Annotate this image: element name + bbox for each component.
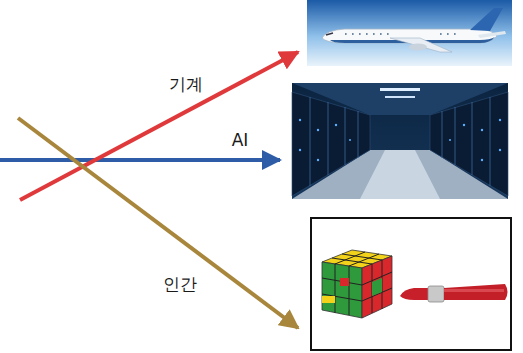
airplane-picture-part (326, 33, 333, 35)
server-room-picture-part-part (472, 102, 473, 175)
server-room-picture-part-part (442, 111, 443, 158)
airplane-picture-part-part (454, 33, 456, 35)
airplane-picture-part-part (345, 33, 347, 35)
server-room-picture-part-part (299, 149, 301, 151)
server-room-picture-part-part (345, 107, 346, 165)
server-room-picture-part (299, 119, 501, 161)
arrows (0, 52, 298, 328)
cube-brush-picture-part (362, 256, 392, 318)
airplane-picture-part-part (352, 33, 354, 35)
cube-brush-picture-part-part (349, 254, 379, 266)
airplane-picture-part-part (440, 33, 442, 35)
server-room-picture-part (360, 150, 440, 199)
airplane-picture-part (390, 38, 452, 52)
server-room-picture (292, 83, 508, 199)
server-room-picture-part-part (463, 124, 465, 126)
airplane-picture-part-part (387, 33, 389, 35)
server-room-picture-part-part (310, 97, 311, 186)
server-room-picture-part-part (328, 102, 329, 175)
cube-brush-picture-part-part (335, 264, 336, 313)
server-room-picture-part-part (499, 119, 501, 121)
server-room-picture-part (292, 92, 508, 196)
server-room-picture-part (385, 96, 415, 98)
cube-brush-picture-part (322, 252, 392, 315)
arrow-label: 인간 (163, 274, 197, 294)
server-room-picture-part-part (430, 92, 508, 196)
airplane-picture-part-part (366, 33, 368, 35)
server-room-picture-part-part (481, 129, 483, 131)
airplane-picture-part-part (447, 33, 449, 35)
server-room-picture-part-part (358, 111, 359, 158)
cube-brush-picture-part (322, 262, 362, 318)
arrow-label: AI (232, 130, 249, 150)
server-room-picture-part (380, 88, 420, 91)
server-room-picture-part-part (349, 139, 351, 141)
airplane-picture-part (478, 31, 506, 38)
server-room-picture-part-part (317, 129, 319, 131)
cube-brush-picture-part (322, 296, 335, 303)
ai-arrow (0, 158, 280, 162)
server-room-picture-part (292, 83, 508, 199)
airplane-picture-part (307, 0, 512, 66)
cube-brush-picture-part (444, 284, 508, 300)
airplane-picture-part (345, 33, 456, 35)
cube-brush-picture-part-part (349, 266, 350, 315)
cube-brush-picture-part (444, 289, 504, 292)
server-room-picture-part-part (317, 159, 319, 161)
server-room-picture-part-part (292, 92, 370, 196)
server-room-picture-part-part (299, 119, 301, 121)
airplane-picture-part (409, 44, 427, 51)
airplane-picture-part-part (359, 33, 361, 35)
cube-brush-picture (311, 218, 511, 350)
server-room-picture-part (310, 97, 490, 186)
cube-brush-picture-part (400, 288, 428, 300)
server-room-picture-part-part (499, 149, 501, 151)
server-room-picture-part-part (449, 139, 451, 141)
human-arrow (18, 118, 298, 328)
cube-brush-picture-part-part (335, 252, 365, 264)
server-room-picture-part-part (335, 124, 337, 126)
airplane-picture-part-part (373, 33, 375, 35)
arrow-label: 기계 (169, 74, 203, 94)
cube-brush-picture-part (340, 278, 349, 286)
server-room-picture-part-part (481, 159, 483, 161)
cube-brush-picture-part (428, 286, 444, 302)
server-room-picture-part-part (455, 107, 456, 165)
cube-brush-picture-part (311, 218, 511, 350)
server-room-picture-part-part (490, 97, 491, 186)
airplane-picture-part-part (380, 33, 382, 35)
cube-brush-picture-part (372, 278, 382, 296)
cube-brush-picture-part-part (322, 278, 362, 285)
airplane-picture (307, 0, 512, 66)
machine-arrow (20, 52, 298, 200)
airplane-picture-part (470, 8, 503, 31)
